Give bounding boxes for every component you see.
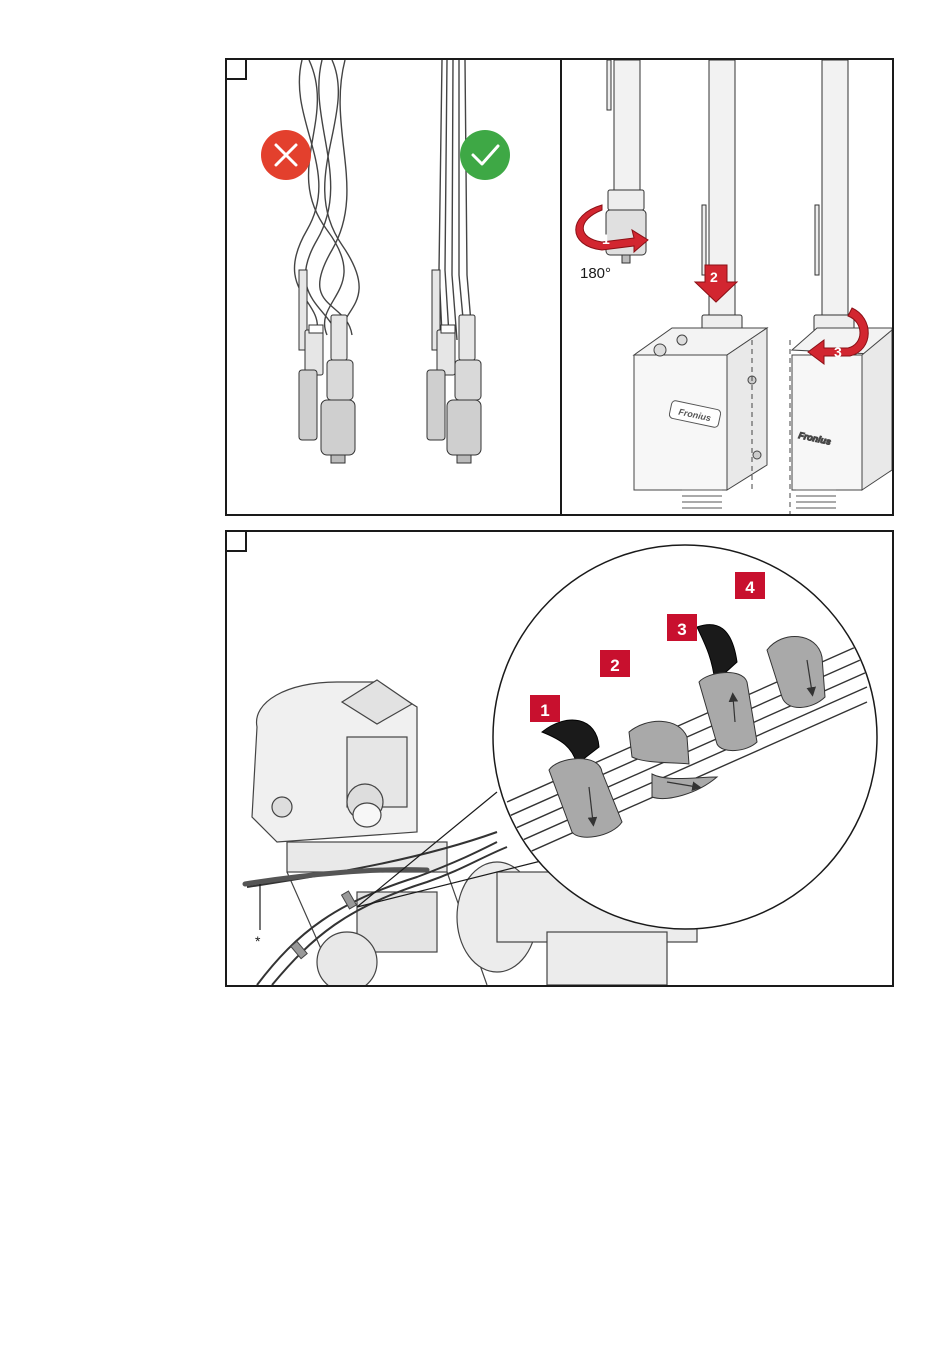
cross-icon (261, 130, 311, 180)
step-number-box (227, 60, 247, 80)
svg-text:4: 4 (745, 578, 755, 597)
wirefeeder-machine (252, 680, 487, 985)
step-label-3: 3 (834, 344, 842, 360)
callout-1: 1 (530, 695, 560, 722)
step-label-1: 1 (602, 231, 610, 247)
svg-text:1: 1 (540, 701, 549, 720)
cable-routing-illustration (227, 60, 560, 514)
svg-text:3: 3 (677, 620, 686, 639)
torch-mounting-panel: Fronius Fronius 1 180° (562, 60, 892, 514)
rotation-label: 180° (580, 265, 611, 282)
figure-1: Fronius Fronius 1 180° (225, 58, 894, 516)
cable-routing-panel (227, 60, 560, 514)
check-icon (460, 130, 510, 180)
step-number-box (227, 532, 247, 552)
step-label-2: 2 (710, 269, 718, 285)
connector-assembly-wrong (299, 270, 355, 463)
detail-magnifier (493, 545, 877, 929)
callout-2: 2 (600, 650, 630, 677)
callout-3: 3 (667, 614, 697, 641)
strap-fastening-illustration: * (227, 532, 892, 985)
callout-4: 4 (735, 572, 765, 599)
torch-mounting-illustration: Fronius Fronius 1 180° (562, 60, 892, 514)
asterisk-marker: * (255, 933, 261, 949)
svg-text:2: 2 (610, 656, 619, 675)
figure-2: * (225, 530, 894, 987)
